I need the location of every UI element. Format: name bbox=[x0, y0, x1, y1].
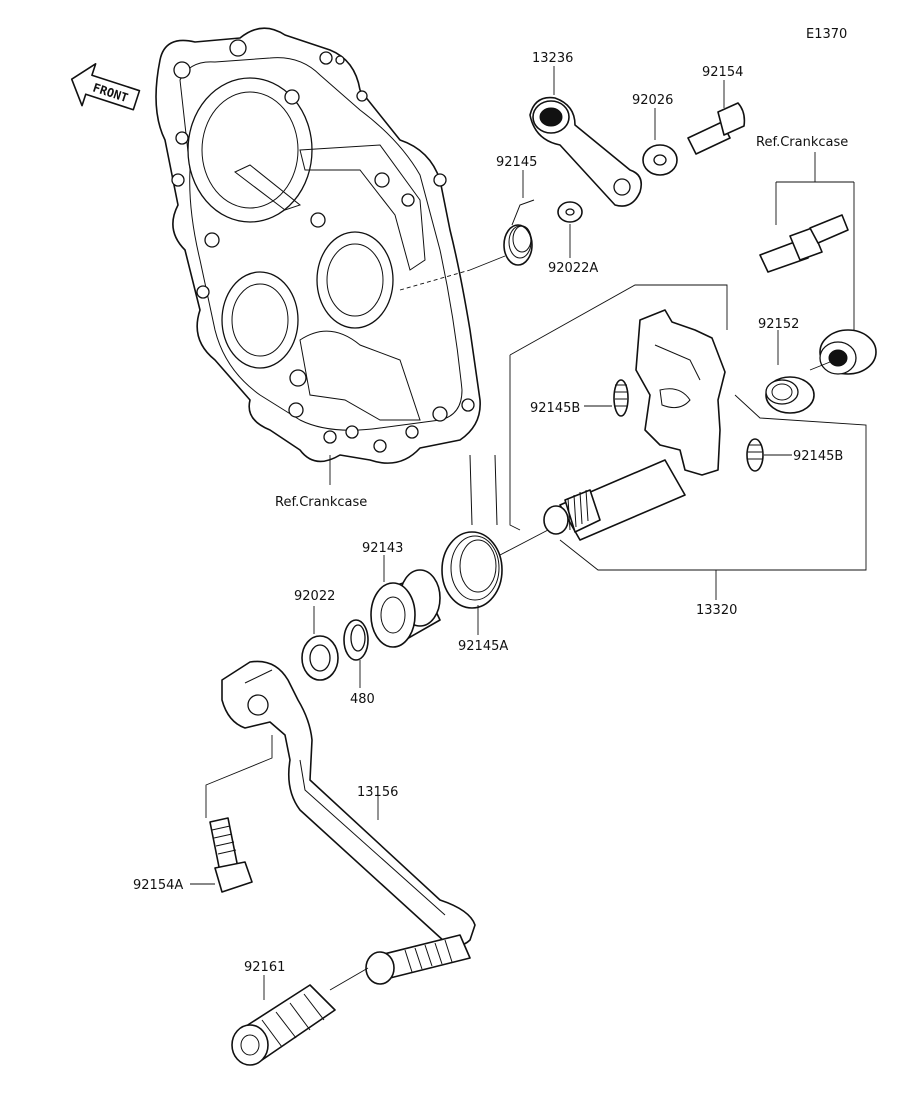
label-92026: 92026 bbox=[632, 93, 673, 108]
label-92152: 92152 bbox=[758, 317, 799, 332]
label-92145A: 92145A bbox=[458, 639, 508, 654]
label-92143: 92143 bbox=[362, 541, 403, 556]
part-13156-shift-pedal bbox=[221, 660, 476, 947]
label-92161: 92161 bbox=[244, 960, 285, 975]
needle-bearing bbox=[819, 329, 877, 375]
diagram-code: E1370 bbox=[806, 27, 847, 42]
part-92145-spring bbox=[503, 199, 535, 266]
label-92154: 92154 bbox=[702, 65, 743, 80]
ref-crankcase-left-label: Ref.Crankcase bbox=[275, 495, 367, 510]
part-92022A-washer bbox=[557, 201, 583, 223]
label-13320: 13320 bbox=[696, 603, 737, 618]
part-92026-washer bbox=[642, 144, 678, 176]
part-480-circlip bbox=[343, 619, 369, 661]
part-13236-shift-arm bbox=[529, 96, 643, 207]
part-92145A-spring bbox=[441, 454, 549, 609]
label-92022A: 92022A bbox=[548, 261, 598, 276]
stud-bolt bbox=[759, 214, 849, 273]
part-92145B-left-spring bbox=[613, 379, 629, 417]
label-92145B-left: 92145B bbox=[530, 401, 580, 416]
crankcase-illustration bbox=[155, 27, 481, 464]
ref-crankcase-right-label: Ref.Crankcase bbox=[756, 135, 848, 150]
part-13320-shift-shaft bbox=[543, 309, 726, 541]
part-92143-collar bbox=[370, 569, 441, 648]
label-13156: 13156 bbox=[357, 785, 398, 800]
label-92145: 92145 bbox=[496, 155, 537, 170]
label-92154A: 92154A bbox=[133, 878, 183, 893]
pedal-shaft bbox=[365, 934, 471, 985]
front-arrow-icon: FRONT bbox=[70, 63, 141, 111]
part-92161-rubber-grip bbox=[231, 984, 336, 1066]
label-92145B-right: 92145B bbox=[793, 449, 843, 464]
part-92145B-right-spring bbox=[746, 438, 764, 472]
label-480: 480 bbox=[350, 692, 375, 707]
label-13236: 13236 bbox=[532, 51, 573, 66]
part-92022-washer bbox=[301, 635, 339, 681]
part-92152-collar bbox=[765, 376, 815, 414]
part-92154-bolt bbox=[687, 102, 746, 155]
part-92154A-bolt bbox=[209, 817, 253, 893]
label-92022: 92022 bbox=[294, 589, 335, 604]
